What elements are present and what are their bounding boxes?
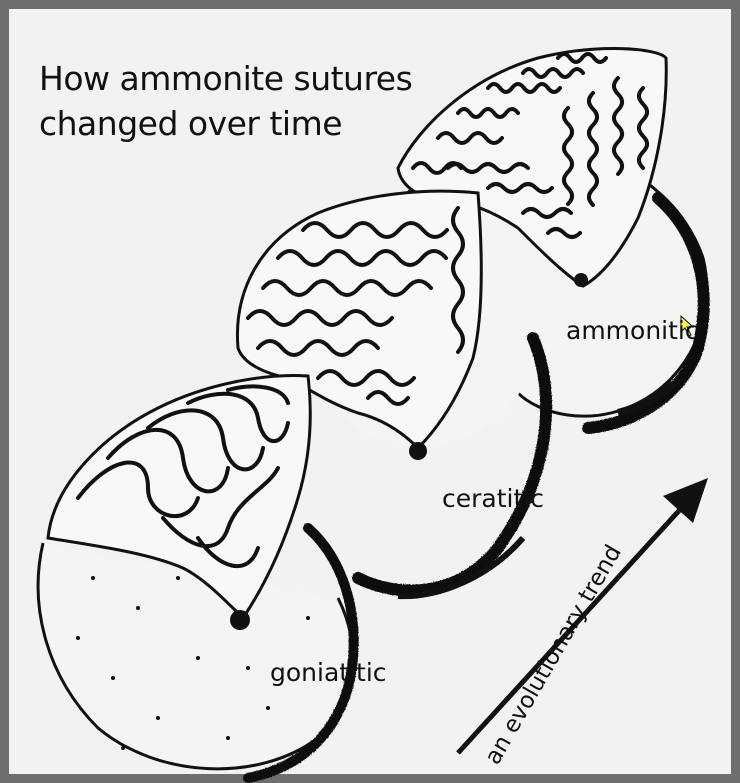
ceratitic-label: ceratitic (442, 484, 544, 513)
diagram-title: How ammonite sutures changed over time (39, 59, 413, 143)
goniatitic-suture-section (46, 374, 312, 630)
cursor-icon (680, 314, 695, 337)
goniatitic-label: goniatitic (270, 658, 387, 687)
diagram-canvas: How ammonite sutures changed over time a… (18, 18, 740, 783)
ceratitic-suture-section (235, 189, 483, 460)
ammonite-illustration (36, 47, 710, 783)
goniatitic-shell (36, 523, 359, 783)
evolutionary-trend-arrow (456, 478, 708, 755)
ammonitic-label: ammonitic (566, 316, 699, 345)
